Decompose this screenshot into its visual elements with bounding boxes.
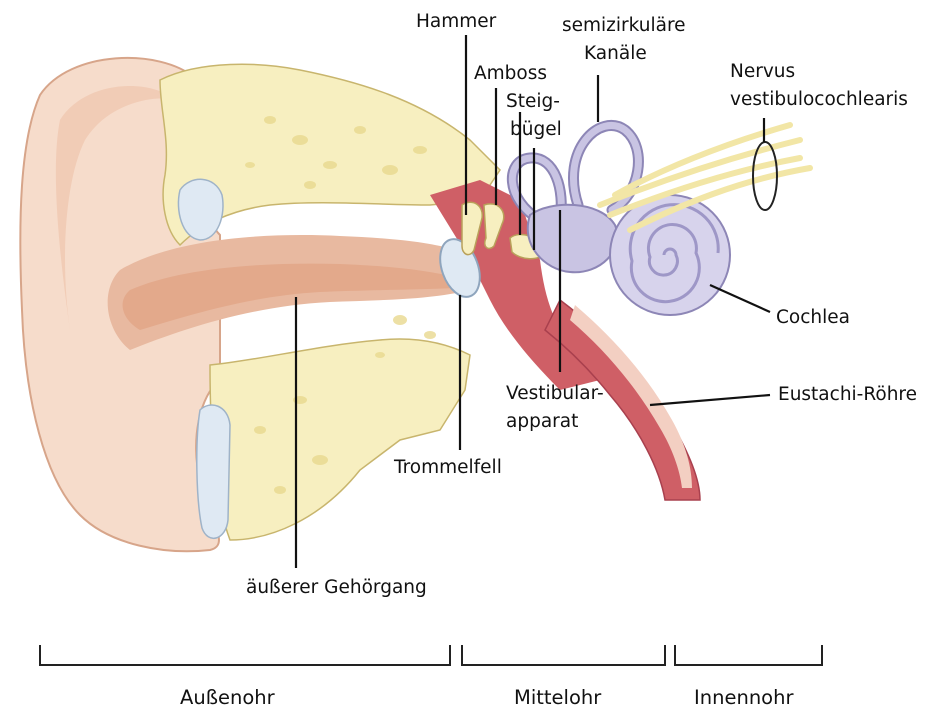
label-vestibular-2: apparat	[506, 410, 578, 434]
section-middle-ear: Mittelohr	[514, 686, 601, 709]
label-cochlea: Cochlea	[776, 306, 850, 330]
label-steig-1: Steig-	[506, 90, 560, 114]
label-nerve-1: Nervus	[730, 60, 795, 84]
label-semicircular-1: semizirkuläre	[562, 14, 686, 38]
cartilage-upper	[178, 179, 223, 240]
label-hammer: Hammer	[416, 10, 496, 34]
section-outer-ear: Außenohr	[180, 686, 275, 709]
label-eustachi: Eustachi-Röhre	[778, 383, 917, 407]
label-vestibular-1: Vestibular-	[506, 382, 604, 406]
section-brackets	[40, 645, 822, 665]
temporal-bone-lower	[210, 339, 470, 540]
label-nerve-2: vestibulocochlearis	[730, 88, 908, 112]
vestibule	[528, 205, 617, 272]
label-semicircular-2: Kanäle	[584, 42, 647, 66]
label-steig-2: bügel	[510, 118, 562, 142]
cartilage-lower	[197, 405, 230, 538]
section-inner-ear: Innennohr	[694, 686, 794, 709]
label-gehoergang: äußerer Gehörgang	[246, 576, 427, 600]
label-trommelfell: Trommelfell	[394, 456, 502, 480]
label-amboss: Amboss	[474, 62, 547, 86]
